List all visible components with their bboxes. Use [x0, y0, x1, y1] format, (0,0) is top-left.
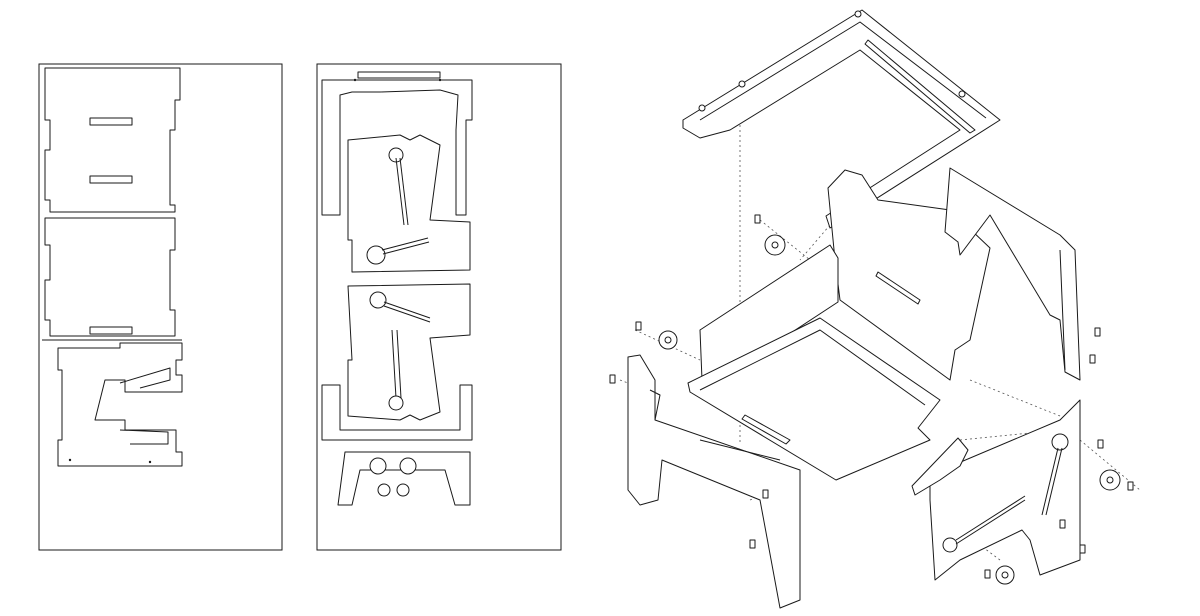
assembly-left-frame: [627, 354, 801, 609]
assembly-top-slot: [864, 39, 976, 134]
sheet-2-side-panel-2: [347, 283, 471, 421]
cutting-sheet-1: [38, 63, 283, 551]
sheet-2-washer: [396, 483, 410, 497]
sheet-2-bottom-frame: [321, 384, 473, 441]
sheet-2-side-panel-1: [347, 134, 471, 273]
assembly-washer: [764, 234, 786, 256]
assembly-dowels: [609, 214, 1134, 579]
assembly-seat-panel: [687, 317, 941, 481]
assembly-top-frame: [682, 9, 1001, 229]
assembly-seat-slot: [741, 414, 791, 445]
assembly-washer: [1099, 469, 1121, 491]
assembly-washer: [658, 330, 678, 350]
sheet-1-notch: [119, 367, 171, 389]
assembly-right-side-panel: [929, 399, 1081, 581]
assembly-back-slot: [875, 271, 921, 305]
assembly-right-upright: [944, 167, 1081, 381]
sheet-2-washer: [399, 457, 417, 475]
sheet-1-slot: [89, 175, 133, 184]
sheet-1-notch: [119, 429, 169, 445]
sheet-1-slot: [89, 326, 133, 335]
sheet-1-back-panel: [44, 67, 181, 213]
sheet-2-washer: [377, 483, 391, 497]
sheet-2-armrest-slot: [357, 71, 441, 79]
assembly-brace: [911, 437, 969, 496]
sheet-1-slot: [89, 117, 133, 126]
cutting-sheet-2: [316, 63, 562, 551]
sheet-2-top-frame: [321, 79, 473, 216]
sheet-1-seat-panel: [44, 217, 176, 337]
sheet-2-washer: [369, 457, 387, 475]
assembly-washer: [995, 565, 1015, 585]
exploded-assembly: [609, 9, 1141, 609]
